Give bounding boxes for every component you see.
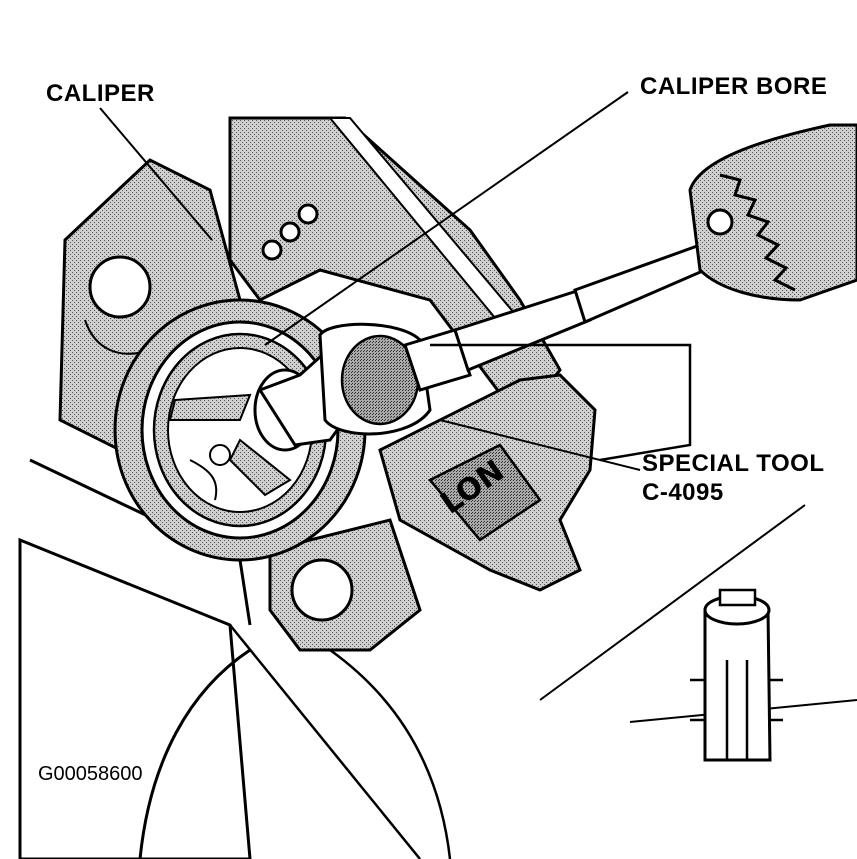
caliper-bore: [113, 298, 367, 562]
caliper-lobe-right: LON: [378, 373, 597, 592]
caliper-ear-left: [58, 158, 242, 463]
drill-chuck: [688, 123, 857, 302]
bleeder-fitting: [690, 588, 783, 762]
caliper-leader: [99, 107, 213, 241]
leader-lines: [99, 91, 641, 471]
caliper-lobe-bottom: [268, 518, 422, 652]
figure-id: G00058600: [38, 763, 143, 785]
rotor: [18, 458, 452, 859]
caliper-label: CALIPER: [46, 80, 155, 107]
special-tool-number: C-4095: [642, 479, 724, 506]
caliper-bore-label: CALIPER BORE: [640, 73, 828, 100]
special-tool-leader: [439, 419, 641, 471]
caliper-bore-leader: [264, 91, 629, 346]
special-tool-label: SPECIAL TOOL: [642, 450, 825, 477]
special-tool: [253, 242, 707, 452]
